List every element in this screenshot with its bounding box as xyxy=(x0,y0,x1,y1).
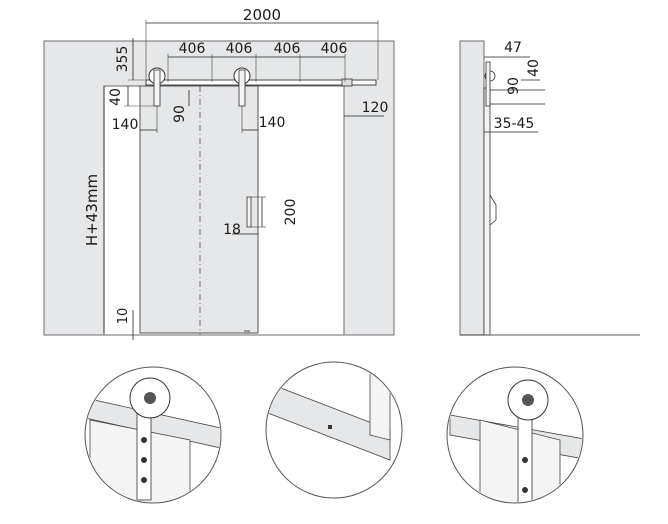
side-wall xyxy=(459,40,485,336)
dim-floor-gap: 10 xyxy=(116,308,131,325)
rail xyxy=(145,79,377,86)
rail-stop xyxy=(341,78,353,87)
dim-right-edge: 140 xyxy=(259,115,286,131)
dim-side-depth: 47 xyxy=(504,40,522,56)
dim-spacing-1: 406 xyxy=(179,41,206,57)
dim-wall-thickness: 35-45 xyxy=(494,116,535,132)
dim-door-height: H+43mm xyxy=(83,174,101,246)
dim-rail-height: 355 xyxy=(115,46,131,73)
dim-spacing-2: 406 xyxy=(226,41,253,57)
dim-spacing-4: 406 xyxy=(321,41,348,57)
dim-handle-height: 200 xyxy=(283,199,299,226)
dim-left-edge: 140 xyxy=(112,117,139,133)
dim-spacing-3: 406 xyxy=(274,41,301,57)
dim-side-center: 90 xyxy=(506,77,522,95)
detail-hanger-left xyxy=(84,366,222,504)
detail-floor-guide xyxy=(265,361,403,499)
dim-center: 90 xyxy=(172,105,188,123)
dim-overlap: 120 xyxy=(362,100,389,116)
dim-total-width: 2000 xyxy=(243,6,281,24)
dim-hanger-offset: 40 xyxy=(108,88,124,106)
side-handle xyxy=(489,194,497,226)
door-handle xyxy=(246,196,252,228)
dim-side-height: 40 xyxy=(526,59,542,77)
left-hanger xyxy=(148,67,166,107)
detail-hanger-right xyxy=(446,366,584,504)
door-panel xyxy=(139,85,259,334)
dim-handle-offset: 18 xyxy=(223,222,241,238)
side-door xyxy=(483,87,491,336)
floor-guide xyxy=(244,330,250,334)
